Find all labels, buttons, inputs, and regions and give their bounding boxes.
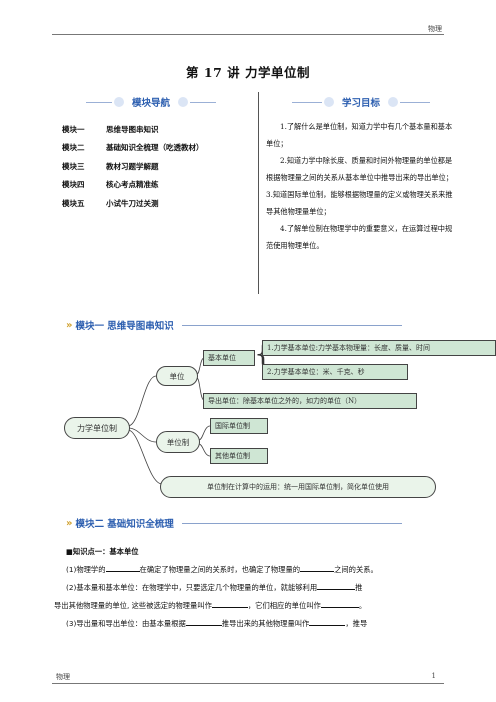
connector	[127, 427, 157, 443]
page-number: 1	[431, 672, 436, 680]
heading-cap-right-icon	[178, 97, 189, 107]
knowledge-point-title: ■知识点一：基本单位	[66, 547, 139, 556]
knowledge-point-text: ■知识点一：基本单位 (1)物理学的在确定了物理量之间的关系时，也确定了物理量的…	[54, 543, 446, 633]
nav-item-number: 模块二	[62, 143, 85, 153]
nav-item[interactable]: 模块三 教材习题学解题	[62, 157, 252, 176]
header-subject: 物理	[428, 25, 442, 33]
nav-item[interactable]: 模块四 核心考点精准练	[62, 176, 252, 195]
nav-item-label: 基础知识全梳理（吃透教材）	[106, 143, 204, 153]
footer-divider	[52, 683, 444, 684]
mindmap-basic-2: 2.力学基本单位：米、千克、秒	[262, 364, 408, 380]
goal-item: 2.知道力学中除长度、质量和时间外物理量的单位都是根据物理量之间的关系从基本单位…	[266, 156, 453, 182]
module2-title: 模块二 基础知识全梳理	[75, 519, 174, 530]
fill-blank[interactable]	[300, 563, 335, 572]
mindmap-basic-unit: 基本单位	[203, 350, 255, 366]
fill-blank[interactable]	[320, 599, 359, 608]
heading-cap-left-icon	[324, 97, 334, 107]
nav-item-number: 模块四	[62, 180, 85, 190]
nav-item-label: 小试牛刀过关测	[106, 198, 159, 208]
goal-item: 1.了解什么是单位制，知道力学中有几个基本量和基本单位；	[266, 122, 453, 148]
paragraph: (1)物理学的在确定了物理量之间的关系时，也确定了物理量的之间的关系。	[66, 563, 378, 574]
mindmap-unit: 单位	[156, 366, 198, 386]
page-title: 第 17 讲 力学单位制	[186, 65, 310, 80]
module-nav-list: 模块一 思维导图串知识 模块二 基础知识全梳理（吃透教材） 模块三 教材习题学解…	[62, 120, 252, 213]
heading-cap-right-icon	[388, 97, 399, 107]
mindmap-basic-1: 1.力学基本单位:力学基本物理量：长度、质量、时间	[262, 340, 496, 356]
module1-title: 模块一 思维导图串知识	[75, 321, 174, 332]
double-chevron-icon: »	[66, 517, 73, 529]
connector	[198, 425, 211, 441]
column-divider	[258, 92, 259, 294]
fill-blank[interactable]	[185, 617, 222, 626]
fill-blank[interactable]	[105, 563, 140, 572]
learning-goals: 1.了解什么是单位制，知道力学中有几个基本量和基本单位； 2.知道力学中除长度、…	[266, 118, 458, 254]
connector	[198, 443, 211, 457]
mindmap-si: 国际单位制	[210, 418, 268, 434]
mindmap-derived-unit: 导出单位：除基本单位之外的，如力的单位（N）	[203, 393, 417, 409]
heading-cap-left-icon	[114, 97, 124, 107]
nav-heading-label: 模块导航	[126, 95, 177, 109]
goal-item: 3.知道国际单位制，能够根据物理量的定义或物理关系来推导其他物理量单位；	[266, 190, 453, 216]
mindmap-application: 单位制在计算中的运用：统一用国际单位制，简化单位使用	[160, 476, 436, 498]
nav-item[interactable]: 模块五 小试牛刀过关测	[62, 194, 252, 213]
nav-item[interactable]: 模块一 思维导图串知识	[62, 120, 252, 139]
mind-map: 力学单位制 单位 基本单位 { 1.力学基本单位:力学基本物理量：长度、质量、时…	[0, 336, 496, 508]
fill-blank[interactable]	[211, 599, 248, 608]
goal-item: 4.了解单位制在物理学中的重要意义，在运算过程中规范使用物理单位。	[266, 224, 453, 250]
connector	[127, 429, 163, 485]
connector	[127, 375, 157, 427]
paragraph: (2)基本量和基本单位：在物理学中，只要选定几个物理量的单位，就能够利用推	[66, 581, 363, 592]
nav-item-number: 模块一	[62, 124, 85, 134]
goals-heading: 学习目标	[292, 95, 431, 109]
paragraph: 导出其他物理量的单位, 这些被选定的物理量叫作，它们相应的单位叫作。	[54, 599, 367, 610]
nav-item-label: 核心考点精准练	[106, 180, 159, 190]
fill-blank[interactable]	[309, 617, 346, 626]
fill-blank[interactable]	[317, 581, 356, 590]
nav-item-number: 模块三	[62, 161, 85, 171]
nav-heading: 模块导航	[86, 95, 217, 109]
module2-heading: » 模块二 基础知识全梳理	[66, 515, 402, 531]
mindmap-other-system: 其他单位制	[210, 448, 268, 464]
goals-heading-label: 学习目标	[336, 95, 387, 109]
nav-item[interactable]: 模块二 基础知识全梳理（吃透教材）	[62, 139, 252, 158]
module1-heading: » 模块一 思维导图串知识	[66, 317, 402, 333]
nav-item-label: 思维导图串知识	[106, 124, 159, 134]
mindmap-unit-system: 单位制	[156, 431, 200, 453]
mindmap-root: 力学单位制	[64, 417, 130, 439]
paragraph: (3)导出量和导出单位：由基本量根据推导出来的其他物理量叫作，推导	[66, 617, 368, 628]
nav-item-label: 教材习题学解题	[106, 161, 159, 171]
double-chevron-icon: »	[66, 319, 73, 331]
nav-item-number: 模块五	[62, 198, 85, 208]
footer-subject: 物理	[56, 673, 70, 681]
header-divider	[52, 34, 444, 35]
